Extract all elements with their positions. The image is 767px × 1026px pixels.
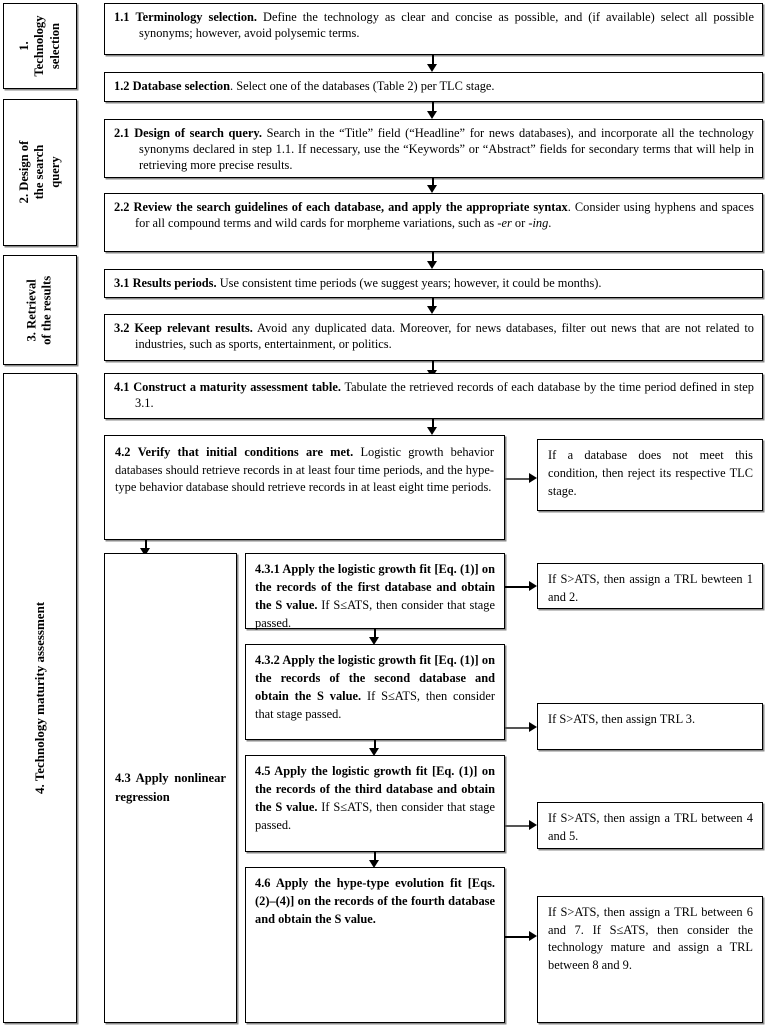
outcome-box-4-6: If S>ATS, then assign a TRL between 6 an… bbox=[537, 896, 763, 1023]
step-3-1-number: 3.1 bbox=[114, 276, 130, 290]
connector-4-2-to-outcome bbox=[505, 478, 531, 480]
step-box-4-3-2: 4.3.2 Apply the logistic growth fit [Eq.… bbox=[245, 644, 505, 740]
step-box-4-3-nonlinear-regression: 4.3 Apply nonlinear regression bbox=[104, 553, 237, 1023]
step-3-1-bold: Results periods. bbox=[132, 276, 217, 290]
step-4-2-number-bold: 4.2 bbox=[115, 445, 131, 459]
step-2-2-tail: . bbox=[548, 216, 552, 231]
connector-4-3-1-to-4-3-2 bbox=[374, 629, 376, 640]
arrowhead-4-2-to-outcome bbox=[529, 473, 537, 483]
connector-4-6-to-outcome bbox=[505, 936, 531, 938]
arrowhead-4-5-to-4-6 bbox=[369, 860, 379, 868]
step-2-1-rest: Search in the “Title” field (“Headline” … bbox=[139, 126, 754, 173]
arrowhead-3-1-to-3-2 bbox=[427, 306, 437, 314]
outcome-4-3-1-text: If S>ATS, then assign a TRL bewteen 1 an… bbox=[548, 572, 753, 604]
step-box-3-2: 3.2 Keep relevant results. Avoid any dup… bbox=[104, 314, 763, 361]
stage-label-2-text: 2. Design of the search query bbox=[16, 141, 62, 204]
outcome-box-4-5: If S>ATS, then assign a TRL between 4 an… bbox=[537, 802, 763, 849]
step-box-1-2: 1.2 Database selection. Select one of th… bbox=[104, 72, 763, 102]
step-4-3-1-bold: 4.3.1 Apply the logistic growth fit [Eq.… bbox=[255, 562, 495, 612]
step-4-3-1-rest: If S≤ATS, then consider that stage passe… bbox=[255, 597, 495, 630]
arrowhead-4-3-2-to-4-5 bbox=[369, 748, 379, 756]
step-1-2-rest: . Select one of the databases (Table 2) … bbox=[230, 79, 495, 93]
step-2-2-italic-ing: -ing bbox=[528, 216, 549, 231]
step-3-2-number: 3.2 bbox=[114, 321, 130, 335]
arrowhead-4-5-to-outcome bbox=[529, 820, 537, 830]
stage-label-design-search-query: 2. Design of the search query bbox=[3, 99, 77, 246]
step-3-1-rest: Use consistent time periods (we suggest … bbox=[216, 276, 602, 290]
outcome-4-3-2-text: If S>ATS, then assign TRL 3. bbox=[548, 712, 696, 726]
step-box-2-1: 2.1 Design of search query. Search in th… bbox=[104, 119, 763, 178]
connector-4-5-to-4-6 bbox=[374, 852, 376, 863]
step-box-1-1: 1.1 Terminology selection. Define the te… bbox=[104, 3, 763, 55]
outcome-4-5-text: If S>ATS, then assign a TRL between 4 an… bbox=[548, 811, 753, 843]
step-2-2-italic-er: -er bbox=[497, 216, 512, 231]
arrowhead-1-1-to-1-2 bbox=[427, 64, 437, 72]
arrowhead-4-2-to-4-3 bbox=[140, 548, 150, 556]
connector-1-2-to-2-1 bbox=[432, 102, 434, 114]
step-2-1-number: 2.1 bbox=[114, 126, 130, 140]
arrowhead-2-2-to-3-1 bbox=[427, 261, 437, 269]
outcome-box-4-3-2: If S>ATS, then assign TRL 3. bbox=[537, 703, 763, 750]
step-1-2-bold: Database selection bbox=[132, 79, 230, 93]
outcome-4-2-text: If a database does not meet this conditi… bbox=[548, 448, 753, 498]
step-1-2-number: 1.2 bbox=[114, 79, 130, 93]
step-2-2-rest: . Consider using hyphens and spaces for … bbox=[135, 200, 754, 231]
step-2-2-mid: or bbox=[511, 216, 529, 231]
arrowhead-2-1-to-2-2 bbox=[427, 185, 437, 193]
arrowhead-4-3-1-to-outcome bbox=[529, 581, 537, 591]
connector-4-3-2-to-outcome bbox=[505, 727, 531, 729]
step-4-2-rest: Logistic growth behavior databases shoul… bbox=[115, 445, 494, 495]
step-3-2-bold: Keep relevant results. bbox=[134, 321, 253, 335]
connector-4-3-2-to-4-5 bbox=[374, 740, 376, 751]
arrowhead-4-3-2-to-outcome bbox=[529, 722, 537, 732]
connector-2-2-to-3-1 bbox=[432, 252, 434, 264]
step-box-4-3-1: 4.3.1 Apply the logistic growth fit [Eq.… bbox=[245, 553, 505, 630]
step-4-5-rest: If S≤ATS, then consider that stage passe… bbox=[255, 799, 495, 832]
arrowhead-4-6-to-outcome bbox=[529, 931, 537, 941]
outcome-4-6-line-2: If S≤ATS, then consider the technology m… bbox=[548, 922, 753, 972]
step-4-5-bold: 4.5 Apply the logistic growth fit [Eq. (… bbox=[255, 764, 495, 814]
step-2-2-number: 2.2 bbox=[114, 200, 130, 214]
connector-4-1-to-4-2 bbox=[432, 419, 434, 430]
outcome-box-4-3-1: If S>ATS, then assign a TRL bewteen 1 an… bbox=[537, 563, 763, 609]
connector-4-3-1-to-outcome bbox=[505, 586, 531, 588]
stage-label-retrieval-results: 3. Retrieval of the results bbox=[3, 255, 77, 365]
stage-label-technology-selection: 1. Technology selection bbox=[3, 3, 77, 89]
step-4-3-2-bold: 4.3.2 Apply the logistic growth fit [Eq.… bbox=[255, 653, 495, 703]
stage-label-technology-maturity-assessment: 4. Technology maturity assessment bbox=[3, 373, 77, 1023]
connector-1-1-to-1-2 bbox=[432, 55, 434, 67]
step-box-4-2: 4.2 Verify that initial conditions are m… bbox=[104, 435, 505, 540]
outcome-4-6-line-1: If S>ATS, then assign a TRL between 6 an… bbox=[548, 905, 753, 937]
step-4-6-bold: 4.6 Apply the hype-type evolution fit [E… bbox=[255, 876, 495, 926]
stage-label-1-text: 1. Technology selection bbox=[16, 15, 62, 77]
step-2-1-bold: Design of search query. bbox=[134, 126, 262, 140]
step-4-2-bold: Verify that initial conditions are met. bbox=[137, 445, 354, 459]
step-box-4-5: 4.5 Apply the logistic growth fit [Eq. (… bbox=[245, 755, 505, 852]
stage-label-4-text: 4. Technology maturity assessment bbox=[32, 601, 48, 795]
arrowhead-4-1-to-4-2 bbox=[427, 427, 437, 435]
step-2-2-bold: Review the search guidelines of each dat… bbox=[133, 200, 568, 214]
step-1-1-rest: Define the technology as clear and conci… bbox=[139, 10, 754, 41]
step-4-3-2-rest: If S≤ATS, then consider that stage passe… bbox=[255, 688, 495, 721]
outcome-box-4-2: If a database does not meet this conditi… bbox=[537, 439, 763, 511]
step-3-2-rest: Avoid any duplicated data. Moreover, for… bbox=[135, 321, 755, 352]
step-1-1-bold: Terminology selection. bbox=[135, 10, 258, 24]
connector-2-1-to-2-2 bbox=[432, 178, 434, 188]
step-box-4-1: 4.1 Construct a maturity assessment tabl… bbox=[104, 373, 763, 419]
connector-3-2-to-4-1 bbox=[432, 361, 434, 373]
connector-3-1-to-3-2 bbox=[432, 298, 434, 309]
step-4-1-bold: Construct a maturity assessment table. bbox=[133, 380, 341, 394]
step-4-1-rest: Tabulate the retrieved records of each d… bbox=[135, 380, 754, 411]
connector-4-2-to-4-3 bbox=[145, 540, 147, 551]
step-1-1-number: 1.1 bbox=[114, 10, 130, 24]
step-box-3-1: 3.1 Results periods. Use consistent time… bbox=[104, 269, 763, 298]
step-box-2-2: 2.2 Review the search guidelines of each… bbox=[104, 193, 763, 252]
connector-4-5-to-outcome bbox=[505, 825, 531, 827]
arrowhead-1-2-to-2-1 bbox=[427, 111, 437, 119]
arrowhead-4-3-1-to-4-3-2 bbox=[369, 637, 379, 645]
step-4-3-label: 4.3 Apply nonlinear regression bbox=[115, 771, 226, 804]
step-box-4-6: 4.6 Apply the hype-type evolution fit [E… bbox=[245, 867, 505, 1023]
step-4-1-number: 4.1 bbox=[114, 380, 130, 394]
stage-label-3-text: 3. Retrieval of the results bbox=[24, 275, 54, 345]
